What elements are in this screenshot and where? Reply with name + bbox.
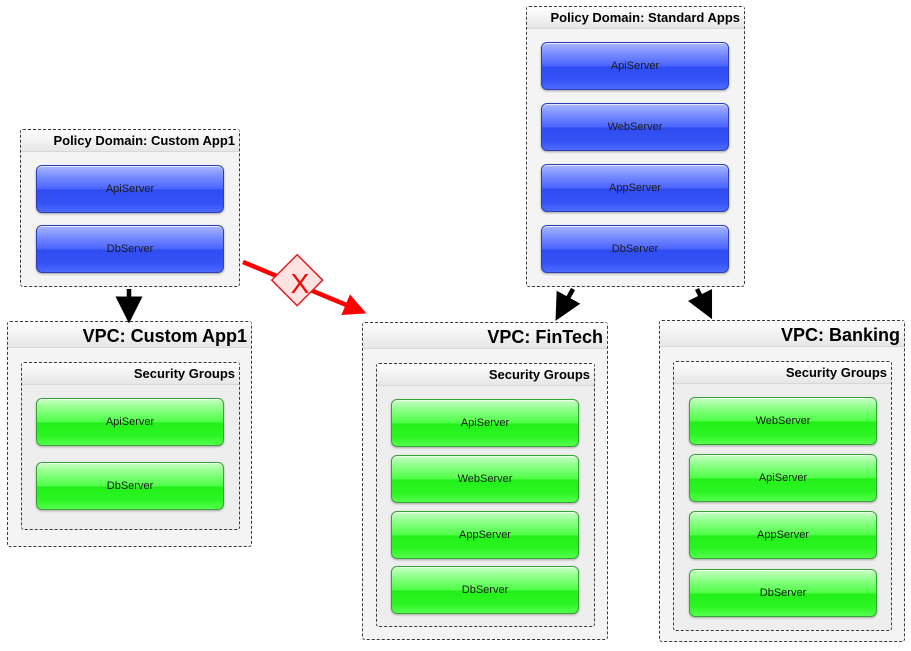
- arrow-standard-policy-to-banking: [687, 287, 713, 320]
- policy-item-dbserver[interactable]: DbServer: [36, 225, 224, 273]
- security-groups: Security Groups ApiServer DbServer: [21, 362, 240, 530]
- vpc-title: VPC: Banking: [660, 321, 904, 347]
- sg-item-apiserver[interactable]: ApiServer: [391, 399, 579, 447]
- vpc-fintech: VPC: FinTech Security Groups ApiServer W…: [362, 322, 608, 640]
- security-groups-title: Security Groups: [377, 364, 594, 386]
- sg-item-dbserver[interactable]: DbServer: [36, 462, 224, 510]
- vpc-banking: VPC: Banking Security Groups WebServer A…: [659, 320, 905, 642]
- policy-item-appserver[interactable]: AppServer: [541, 164, 729, 212]
- security-groups: Security Groups WebServer ApiServer AppS…: [673, 361, 892, 631]
- policy-item-apiserver[interactable]: ApiServer: [36, 165, 224, 213]
- security-groups-title: Security Groups: [674, 362, 891, 384]
- policy-item-webserver[interactable]: WebServer: [541, 103, 729, 151]
- blocked-marker: X: [270, 253, 324, 307]
- security-groups: Security Groups ApiServer WebServer AppS…: [376, 363, 595, 627]
- policy-item-dbserver[interactable]: DbServer: [541, 225, 729, 273]
- vpc-title: VPC: FinTech: [363, 323, 607, 349]
- vpc-title: VPC: Custom App1: [8, 322, 251, 348]
- sg-item-webserver[interactable]: WebServer: [689, 397, 877, 445]
- arrow-standard-policy-to-fintech: [555, 287, 581, 321]
- sg-item-dbserver[interactable]: DbServer: [391, 566, 579, 614]
- vpc-custom-app1: VPC: Custom App1 Security Groups ApiServ…: [7, 321, 252, 547]
- sg-item-appserver[interactable]: AppServer: [391, 511, 579, 559]
- policy-domain-title: Policy Domain: Standard Apps: [527, 7, 744, 29]
- policy-domain-title: Policy Domain: Custom App1: [21, 130, 239, 152]
- policy-domain-standard-apps: Policy Domain: Standard Apps ApiServer W…: [526, 6, 745, 287]
- policy-item-apiserver[interactable]: ApiServer: [541, 42, 729, 90]
- sg-item-apiserver[interactable]: ApiServer: [689, 454, 877, 502]
- policy-domain-custom-app1: Policy Domain: Custom App1 ApiServer DbS…: [20, 129, 240, 287]
- blocked-marker-label: X: [291, 268, 310, 299]
- security-groups-title: Security Groups: [22, 363, 239, 385]
- sg-item-dbserver[interactable]: DbServer: [689, 569, 877, 617]
- sg-item-appserver[interactable]: AppServer: [689, 511, 877, 559]
- sg-item-webserver[interactable]: WebServer: [391, 455, 579, 503]
- sg-item-apiserver[interactable]: ApiServer: [36, 398, 224, 446]
